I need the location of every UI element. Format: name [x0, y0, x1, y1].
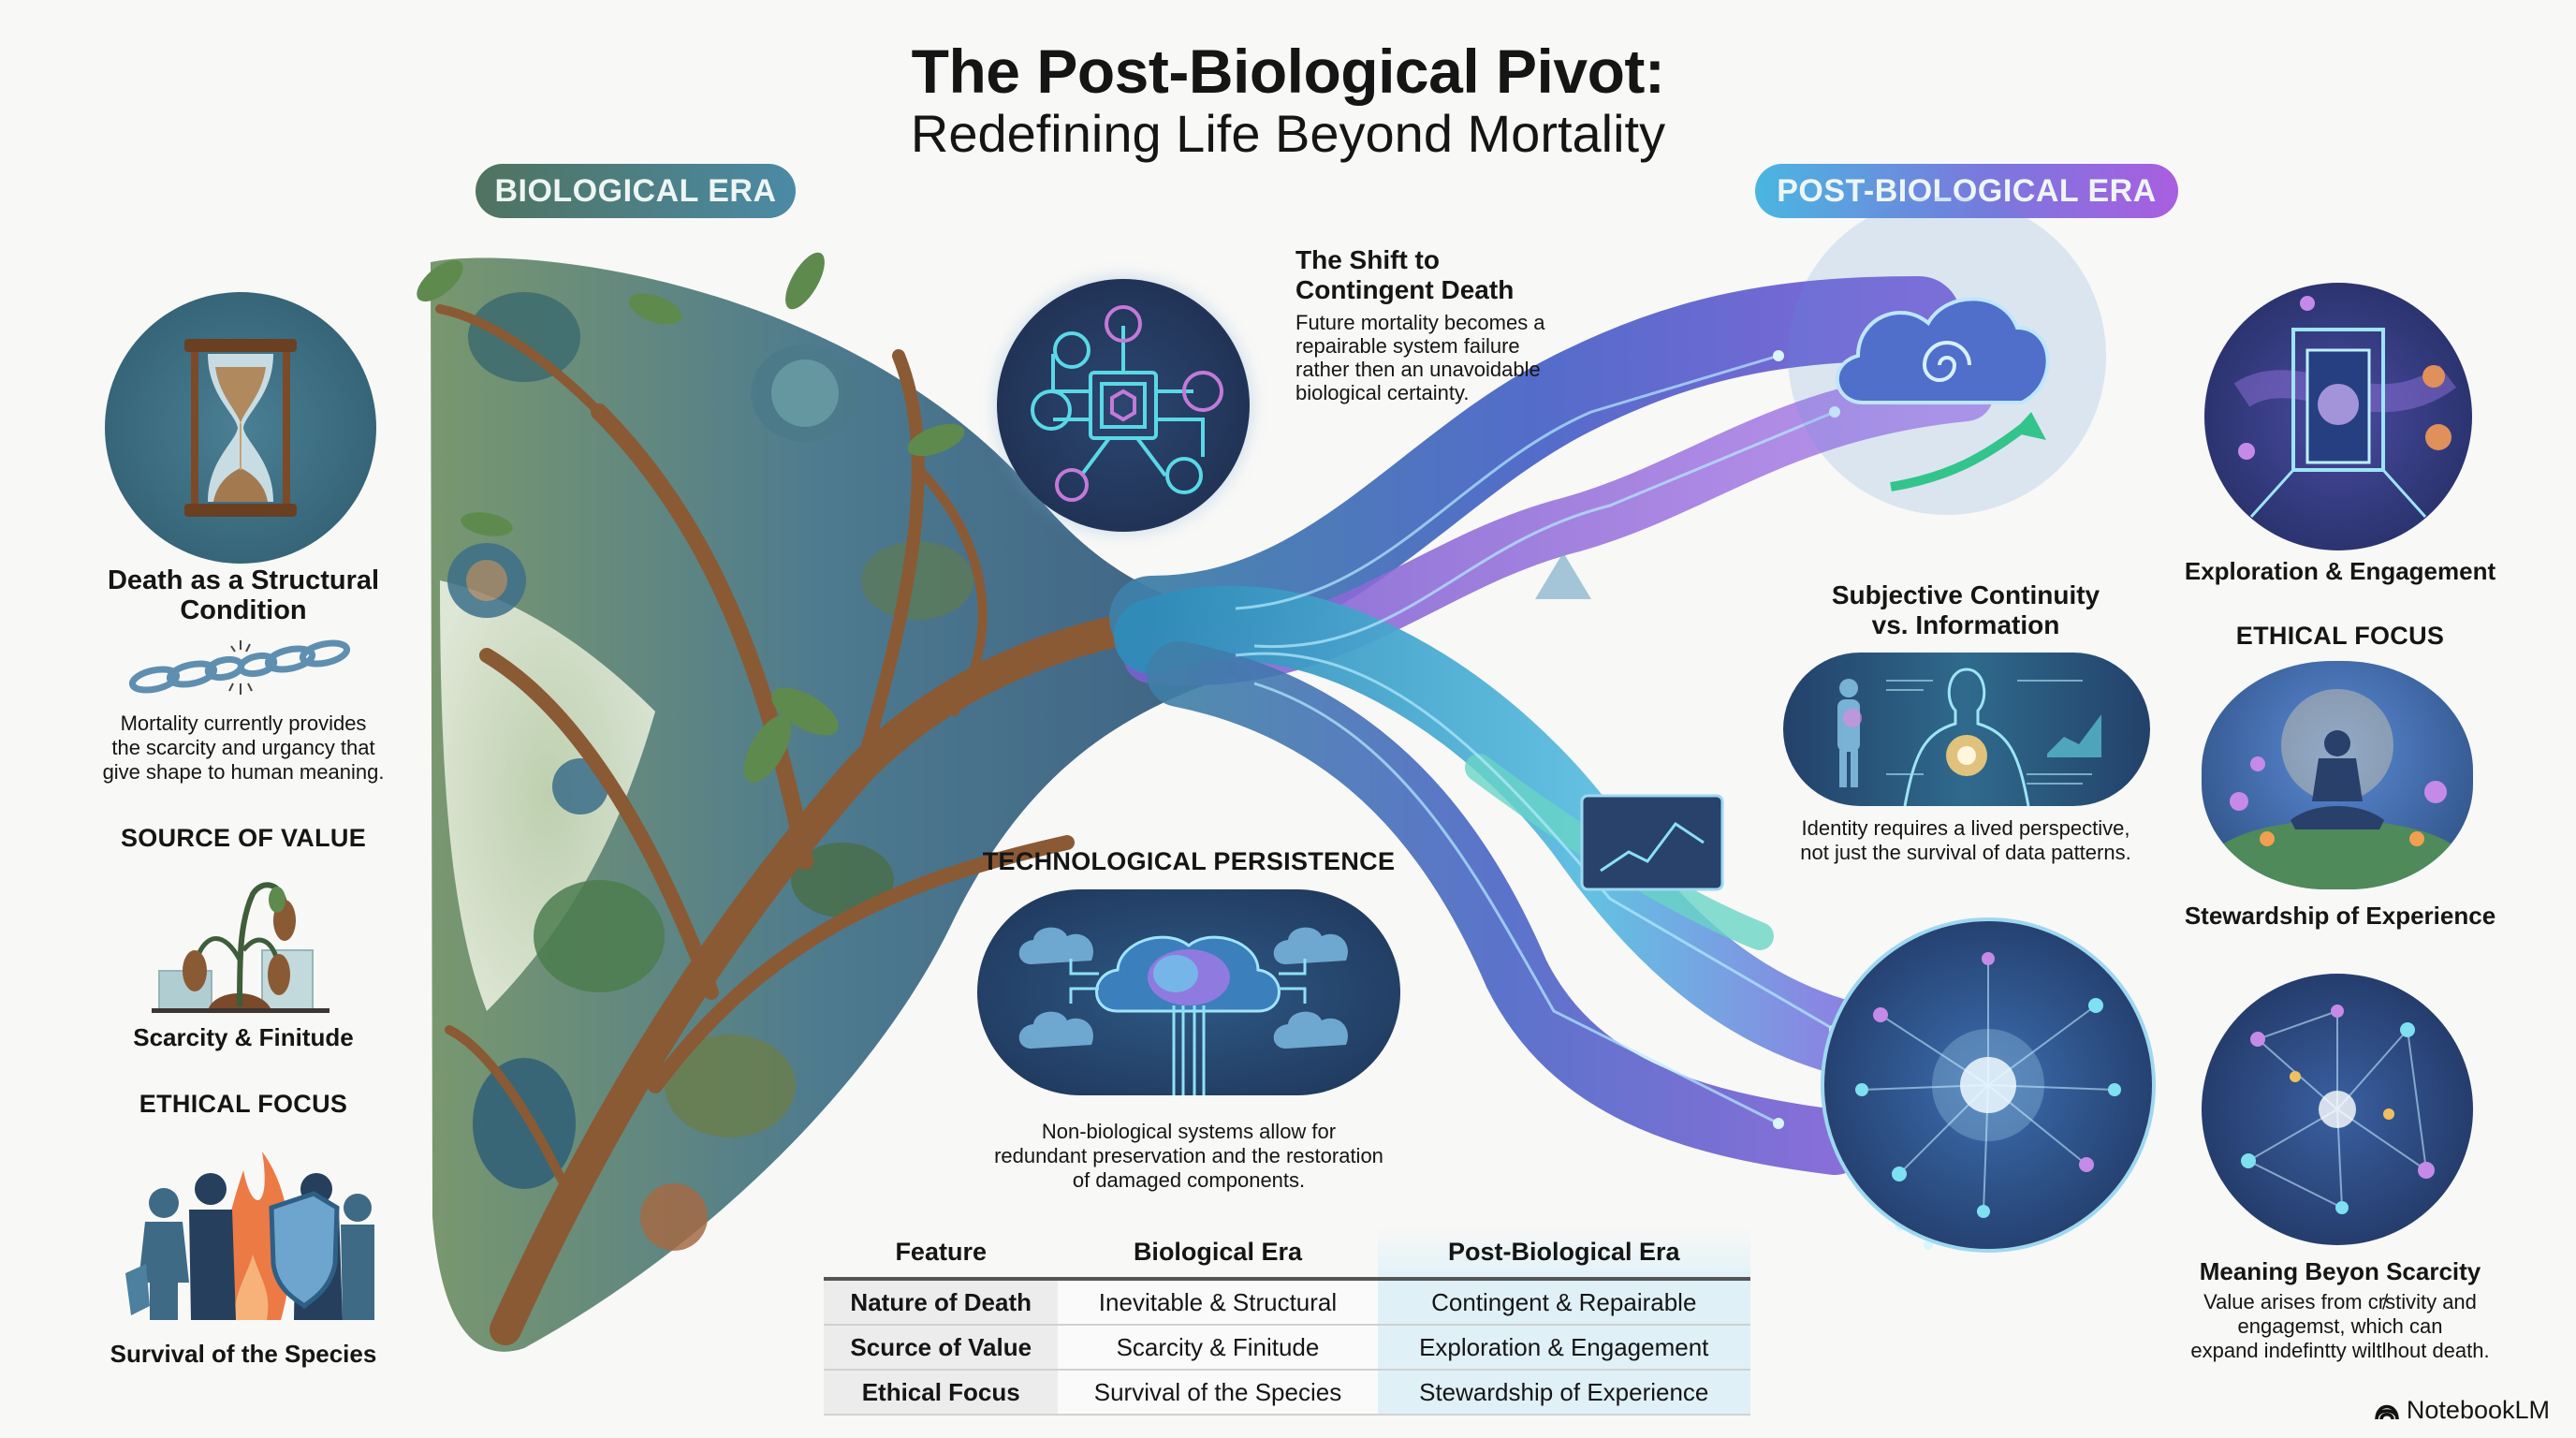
- table-header-row: Feature Biological Era Post-Biological E…: [824, 1226, 1750, 1281]
- table-header-biological: Biological Era: [1058, 1226, 1378, 1281]
- death-structural-description: Mortality currently provides the scarcit…: [102, 712, 385, 784]
- comparison-table: Feature Biological Era Post-Biological E…: [824, 1226, 1750, 1416]
- hourglass-icon: [105, 292, 376, 564]
- human-scan-icon: [1783, 653, 2150, 806]
- people-shield-fire-icon: [125, 1152, 374, 1320]
- source-of-value-label: SOURCE OF VALUE: [120, 824, 366, 852]
- table-header-feature: Feature: [824, 1226, 1059, 1281]
- table-cell-post-biological: Stewardship of Experience: [1377, 1370, 1750, 1416]
- broken-chain-icon: [128, 639, 351, 695]
- technological-persistence-description: Non-biological systems allow for redunda…: [994, 1120, 1383, 1192]
- post-biological-era-badge: POST-BIOLOGICAL ERA: [1755, 164, 2178, 218]
- cloud-brain-icon: [977, 889, 1400, 1095]
- technological-persistence-heading: TECHNOLOGICAL PERSISTENCE: [982, 847, 1396, 875]
- table-header-post-biological: Post-Biological Era: [1377, 1226, 1750, 1281]
- cosmic-portal-icon: [2204, 283, 2472, 550]
- source-of-value-text: Scarcity & Finitude: [133, 1023, 354, 1051]
- biological-era-badge: BIOLOGICAL ERA: [476, 164, 796, 218]
- meaning-beyond-scarcity-description: Value arises from cr̸stivity and engagem…: [2190, 1290, 2490, 1362]
- stewardship-experience-text: Stewardship of Experience: [2184, 902, 2496, 930]
- ethical-focus-left-text: Survival of the Species: [110, 1340, 377, 1368]
- table-cell-biological: Inevitable & Structural: [1058, 1279, 1378, 1326]
- exploration-engagement-text: Exploration & Engagement: [2184, 557, 2496, 585]
- notebooklm-label: NotebookLM: [2406, 1396, 2550, 1424]
- table-cell-feature: Ethical Focus: [824, 1370, 1059, 1416]
- notebooklm-logo-icon: [2375, 1404, 2399, 1419]
- table-cell-biological: Scarcity & Finitude: [1058, 1325, 1378, 1371]
- network-star-large-icon: [1821, 917, 2156, 1253]
- subjective-continuity-description: Identity requires a lived perspective, n…: [1800, 816, 2131, 864]
- table-cell-biological: Survival of the Species: [1058, 1370, 1378, 1416]
- meaning-beyond-scarcity-heading: Meaning Beyon Scarcity: [2199, 1257, 2481, 1285]
- ethical-focus-right-label: ETHICAL FOCUS: [2235, 622, 2445, 650]
- table-row: Nature of Death Inevitable & Structural …: [824, 1279, 1750, 1326]
- notebooklm-branding: NotebookLM: [2375, 1396, 2550, 1425]
- subjective-continuity-heading: Subjective Continuity vs. Information: [1831, 580, 2100, 639]
- table-cell-feature: Scurce of Value: [824, 1325, 1059, 1371]
- table-row: Scurce of Value Scarcity & Finitude Expl…: [824, 1325, 1750, 1371]
- page-title: The Post-Biological Pivot:: [911, 37, 1665, 106]
- ethical-focus-left-label: ETHICAL FOCUS: [139, 1090, 348, 1118]
- table-cell-post-biological: Exploration & Engagement: [1377, 1325, 1750, 1371]
- page-subtitle: Redefining Life Beyond Mortality: [910, 104, 1666, 163]
- table-row: Ethical Focus Survival of the Species St…: [824, 1370, 1750, 1416]
- circuit-chip-icon: [997, 279, 1250, 532]
- shift-contingent-death-heading: The Shift to Contingent Death: [1295, 245, 1515, 304]
- wilting-plant-icon: [152, 882, 329, 1013]
- shift-contingent-death-description: Future mortality becomes a repairable sy…: [1295, 311, 1545, 404]
- table-cell-feature: Nature of Death: [824, 1279, 1059, 1326]
- network-star-icon: [2202, 974, 2473, 1245]
- table-cell-post-biological: Contingent & Repairable: [1377, 1279, 1750, 1326]
- death-structural-heading: Death as a Structural Condition: [107, 565, 380, 625]
- meditation-icon: [2202, 661, 2473, 889]
